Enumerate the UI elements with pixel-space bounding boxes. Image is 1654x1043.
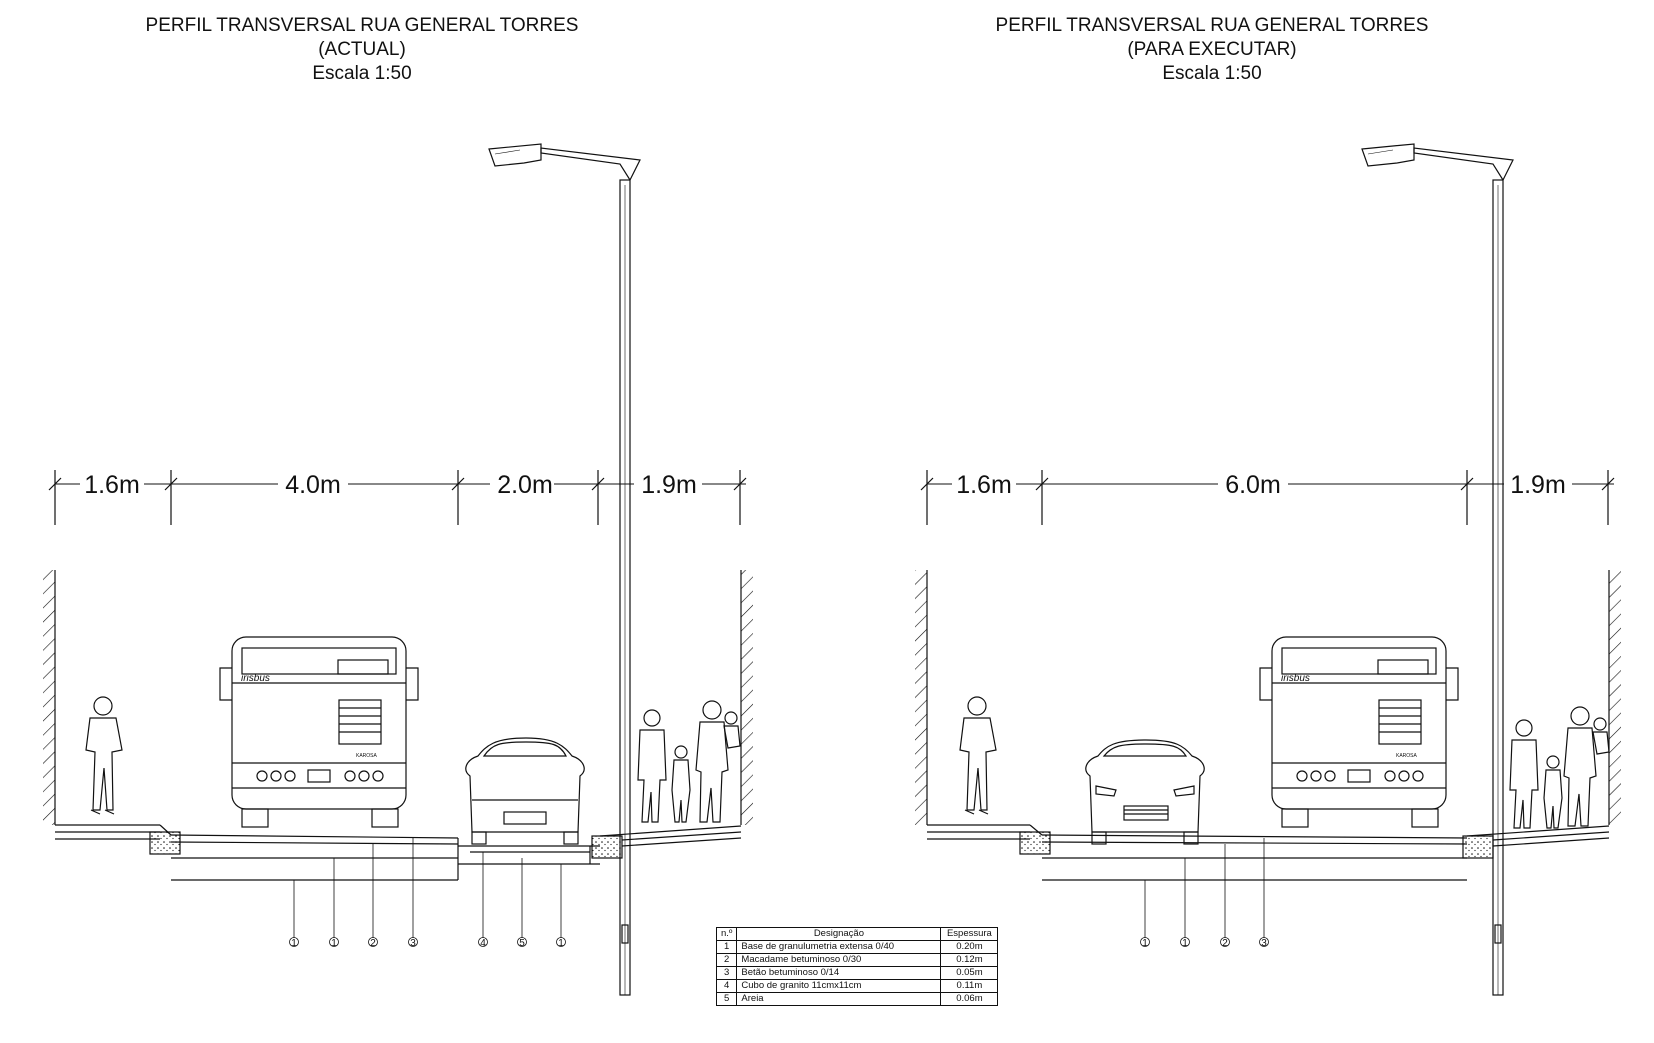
pedestrian [959,696,997,815]
pavement-layers [927,824,1610,881]
callout-label: 1 [331,938,337,949]
title-block-actual: PERFIL TRANSVERSAL RUA GENERAL TORRES (A… [82,14,642,86]
callout-label: 1 [1142,938,1148,949]
section-scale: Escala 1:50 [312,63,412,84]
materials-legend-table: n.º Designação Espessura 1 Base de granu… [715,927,999,1006]
legend-number: 4 [715,979,738,993]
legend-number: 1 [715,940,738,954]
dim-label-carriageway: 4.0m [285,471,341,499]
callout-label: 4 [480,938,486,949]
section-scale: Escala 1:50 [1162,63,1262,84]
callout-label: 1 [1182,938,1188,949]
building-wall-left [43,570,56,825]
bus-rear [1259,636,1459,828]
building-wall-left [915,570,928,825]
table-row: 5 Areia 0.06m [715,992,999,1006]
legend-thickness: 0.12m [940,953,999,967]
legend-header-number: n.º [715,927,738,941]
section-actual: 1.6m 4.0m 2.0m 1.9m [43,143,753,996]
pavement-layers [55,824,742,881]
bus-brand-label: irisbus [241,673,270,684]
bus-rear [219,636,419,828]
section-proposed: 1.6m 6.0m 1.9m [915,143,1621,996]
building-wall-right [740,570,753,825]
layer-callouts [289,838,566,947]
callout-label: 2 [1222,938,1228,949]
legend-thickness: 0.05m [940,966,999,980]
car-front [1085,739,1205,845]
table-row: 2 Macadame betuminoso 0/30 0.12m [715,953,999,967]
legend-designation: Cubo de granito 11cmx11cm [736,979,942,993]
callout-label: 1 [291,938,297,949]
legend-header-thickness: Espessura [940,927,999,941]
legend-thickness: 0.11m [940,979,999,993]
bus-maker-label: KAROSA [1396,753,1418,759]
bus-maker-label: KAROSA [356,753,378,759]
section-subtitle: (ACTUAL) [318,39,406,60]
legend-designation: Areia [736,992,942,1006]
street-lamp [488,143,641,996]
dimension-line [920,470,1615,525]
callout-label: 1 [558,938,564,949]
building-wall-right [1608,570,1621,825]
callout-label: 5 [519,938,525,949]
layer-callouts [1140,838,1269,947]
pedestrian-group [1509,706,1610,829]
callout-label: 2 [370,938,376,949]
dim-label-sidewalk-left: 1.6m [956,471,1012,499]
callout-label: 3 [410,938,416,949]
dim-label-sidewalk-right: 1.9m [1510,471,1566,499]
title-block-proposed: PERFIL TRANSVERSAL RUA GENERAL TORRES (P… [932,14,1492,86]
callout-label: 3 [1261,938,1267,949]
street-lamp [1361,143,1514,996]
table-row: 1 Base de granulumetria extensa 0/40 0.2… [715,940,999,954]
bus-brand-label: irisbus [1281,673,1310,684]
dim-label-carriageway: 6.0m [1225,471,1281,499]
legend-number: 2 [715,953,738,967]
dim-label-sidewalk-right: 1.9m [641,471,697,499]
table-row: 3 Betão betuminoso 0/14 0.05m [715,966,999,980]
section-title: PERFIL TRANSVERSAL RUA GENERAL TORRES [995,15,1429,36]
car-rear [465,737,585,845]
legend-header-designation: Designação [736,927,942,941]
legend-number: 3 [715,966,738,980]
dimension-line [48,470,747,525]
legend-number: 5 [715,992,738,1006]
legend-thickness: 0.06m [940,992,999,1006]
legend-thickness: 0.20m [940,940,999,954]
legend-designation: Base de granulumetria extensa 0/40 [736,940,942,954]
pedestrian-group [637,700,741,823]
legend-designation: Macadame betuminoso 0/30 [736,953,942,967]
table-row: 4 Cubo de granito 11cmx11cm 0.11m [715,979,999,993]
legend-designation: Betão betuminoso 0/14 [736,966,942,980]
dim-label-parking: 2.0m [497,471,553,499]
section-subtitle: (PARA EXECUTAR) [1127,39,1297,60]
section-title: PERFIL TRANSVERSAL RUA GENERAL TORRES [145,15,579,36]
legend-header-row: n.º Designação Espessura [715,927,999,941]
pedestrian [85,696,123,815]
dim-label-sidewalk-left: 1.6m [84,471,140,499]
